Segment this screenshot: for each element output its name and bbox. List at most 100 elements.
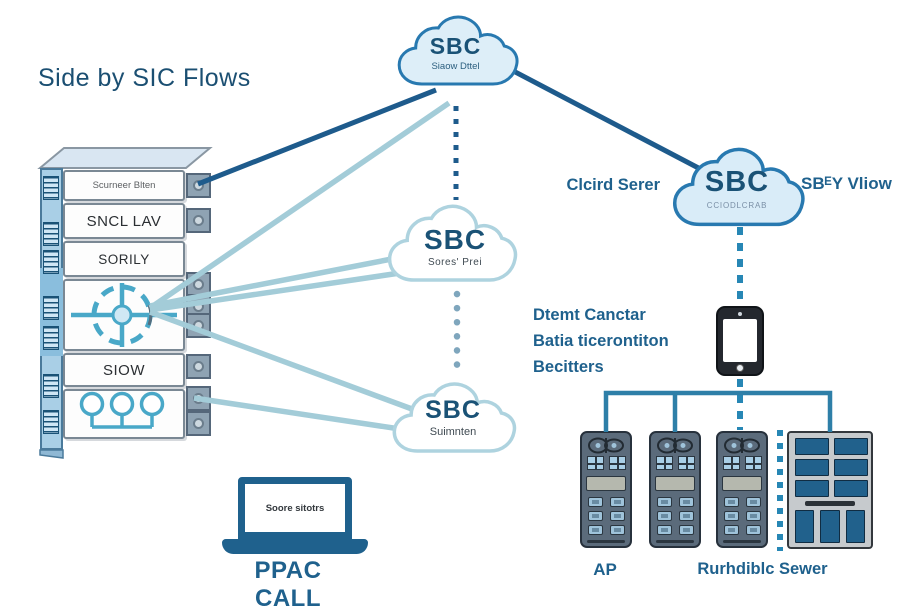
tower-key [723, 525, 739, 535]
tower-logo-icon [588, 437, 624, 454]
rack-top-face [37, 147, 213, 169]
cloud-right-subtitle: CCIODLCRAB [706, 201, 768, 210]
port-screw-icon [193, 301, 204, 312]
port-screw-icon [193, 418, 204, 429]
line-port-to-bottom-cloud [193, 395, 401, 432]
phone-device [716, 306, 764, 376]
rack-port [186, 411, 211, 436]
tower-key [678, 497, 694, 507]
rack-port [186, 208, 211, 233]
tower-baseline [723, 540, 761, 543]
rack-vent [43, 410, 59, 434]
tower-key [656, 511, 672, 521]
rack-slot-dial [63, 279, 185, 351]
tower-display-row [722, 456, 762, 470]
tower-key [656, 525, 672, 535]
server-status-bar [805, 501, 855, 506]
tower-display-row [586, 456, 626, 470]
tower-key [723, 497, 739, 507]
server-device [787, 431, 873, 549]
rack-vent [43, 326, 59, 350]
port-screw-icon [193, 361, 204, 372]
rack-slot-1-label: Scurneer Blten [92, 180, 156, 191]
tower-display-icon [608, 456, 626, 470]
cloud-top-text: SBC Siaow Dttel [398, 33, 513, 72]
tower-screen [722, 476, 762, 491]
server-slot [845, 510, 865, 543]
tower-keypad [656, 497, 694, 535]
rack-vent [43, 176, 59, 200]
cloud-right-name: SBC [704, 166, 770, 198]
cloud-top-subtitle: Siaow Dttel [431, 61, 480, 72]
server-drive [834, 480, 868, 497]
server-drive [795, 438, 829, 455]
port-screw-icon [193, 320, 204, 331]
tower-display-icon [677, 456, 695, 470]
datacenter-note-line3: Becitters [533, 358, 604, 376]
phone-camera-dot [738, 312, 742, 316]
tower-logo-icon [657, 437, 693, 454]
rack-port [186, 354, 211, 379]
cloud-middle-text: SBC Sores' Prei [392, 224, 518, 268]
rack-slot-5-label: SIOW [103, 361, 145, 379]
rack-vent [43, 222, 59, 246]
cloud-server-label: Clcird Serer [566, 176, 660, 194]
port-screw-icon [193, 180, 204, 191]
port-screw-icon [193, 393, 204, 404]
tower-key [678, 511, 694, 521]
cloud-bottom-text: SBC Suimnten [392, 396, 514, 438]
dial-icon [71, 283, 177, 347]
datacenter-note-line2: Batia ticerontiton [533, 332, 669, 350]
rack-slot-1: Scurneer Blten [63, 170, 185, 201]
rack-slot-3-label: SORILY [98, 251, 150, 267]
tower-key [745, 497, 761, 507]
tower-key [723, 511, 739, 521]
tower-keypad [587, 497, 625, 535]
ap-caption: AP [593, 560, 617, 579]
tower-key [678, 525, 694, 535]
line-top-cloud-to-right-cloud [498, 61, 710, 176]
rack-base-edge [39, 449, 64, 459]
ap-device-1 [580, 431, 632, 548]
tower-key [609, 497, 625, 507]
ap-device-2 [649, 431, 701, 548]
datacenter-note-line1: Dtemt Canctar [533, 306, 646, 324]
cloud-middle-name: SBC [423, 224, 487, 255]
page-title: Side by SIC Flows [38, 64, 251, 92]
server-slot-row [795, 510, 865, 543]
line-rack-to-top-cloud [197, 87, 437, 187]
tower-screen [655, 476, 695, 491]
rack-vent [43, 296, 59, 320]
cloud-bottom-subtitle: Suimnten [429, 426, 477, 438]
laptop-base [222, 539, 368, 554]
rack-slot-2: SNCL LAV [63, 203, 185, 239]
tower-logo-icon [724, 437, 760, 454]
phone-screen [723, 319, 757, 362]
cloud-top-name: SBC [429, 33, 482, 59]
datacenter-note: Dtemt Canctar Batia ticerontiton Becitte… [533, 302, 669, 380]
tower-baseline [656, 540, 694, 543]
server-slot [820, 510, 840, 543]
triple-circle-icon [79, 391, 165, 429]
tower-display-icon [655, 456, 673, 470]
tower-display-row [655, 456, 695, 470]
tower-key [587, 511, 603, 521]
server-drive [795, 459, 829, 476]
laptop-screen: Soore sitotrs [238, 477, 352, 539]
tower-display-icon [744, 456, 762, 470]
rack-slot-3: SORILY [63, 241, 185, 277]
rack-port [186, 173, 211, 198]
rack-slot-circles [63, 389, 185, 439]
rack-slot-2-label: SNCL LAV [86, 212, 162, 230]
tower-key [609, 511, 625, 521]
rack-port [186, 386, 211, 411]
rack-port [186, 313, 211, 338]
tower-key [587, 497, 603, 507]
cloud-bottom-name: SBC [425, 396, 481, 424]
port-screw-icon [193, 215, 204, 226]
server-caption: Rurhdiblc Sewer [697, 560, 828, 578]
server-drive-grid [795, 438, 868, 497]
tower-baseline [587, 540, 625, 543]
phone-home-button [736, 364, 744, 372]
